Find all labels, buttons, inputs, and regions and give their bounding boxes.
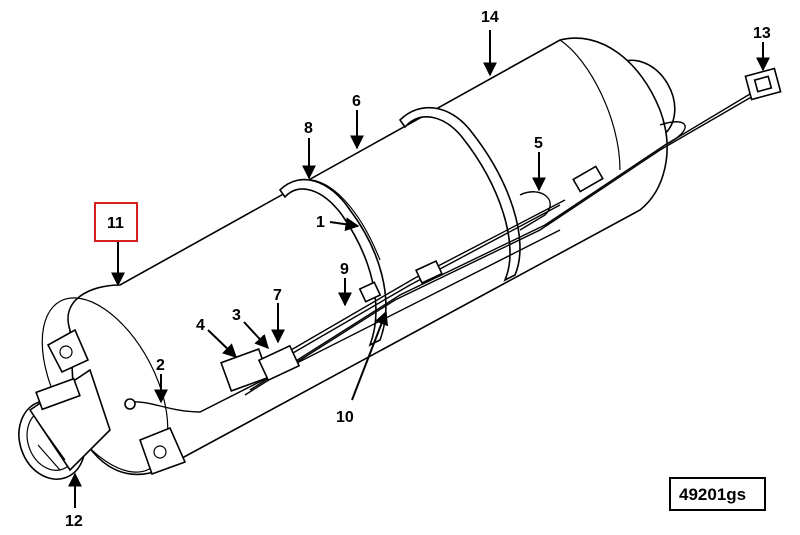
callout-9: 9 <box>340 261 349 278</box>
callout-5: 5 <box>534 135 543 152</box>
reference-code: 49201gs <box>679 485 746 504</box>
reference-code-box: 49201gs <box>669 477 766 511</box>
callout-2: 2 <box>156 357 165 374</box>
callout-11-highlight-box <box>94 202 138 242</box>
callout-6: 6 <box>352 93 361 110</box>
callout-10: 10 <box>336 409 354 426</box>
callout-7: 7 <box>273 287 282 304</box>
mounting-brackets <box>46 328 187 476</box>
callout-1: 1 <box>316 214 325 231</box>
callout-11: 11 <box>107 215 124 232</box>
callout-3: 3 <box>232 307 241 324</box>
callout-12: 12 <box>65 513 83 530</box>
callout-8: 8 <box>304 120 313 137</box>
inlet-pipe <box>18 368 111 480</box>
callout-14: 14 <box>481 9 499 26</box>
callout-labels: 14 13 6 8 5 1 9 7 3 4 2 10 12 11 <box>65 9 771 530</box>
callout-4: 4 <box>196 317 205 334</box>
sensor-harness <box>124 67 782 413</box>
callout-13: 13 <box>753 25 771 42</box>
leader-arrows <box>68 30 770 508</box>
